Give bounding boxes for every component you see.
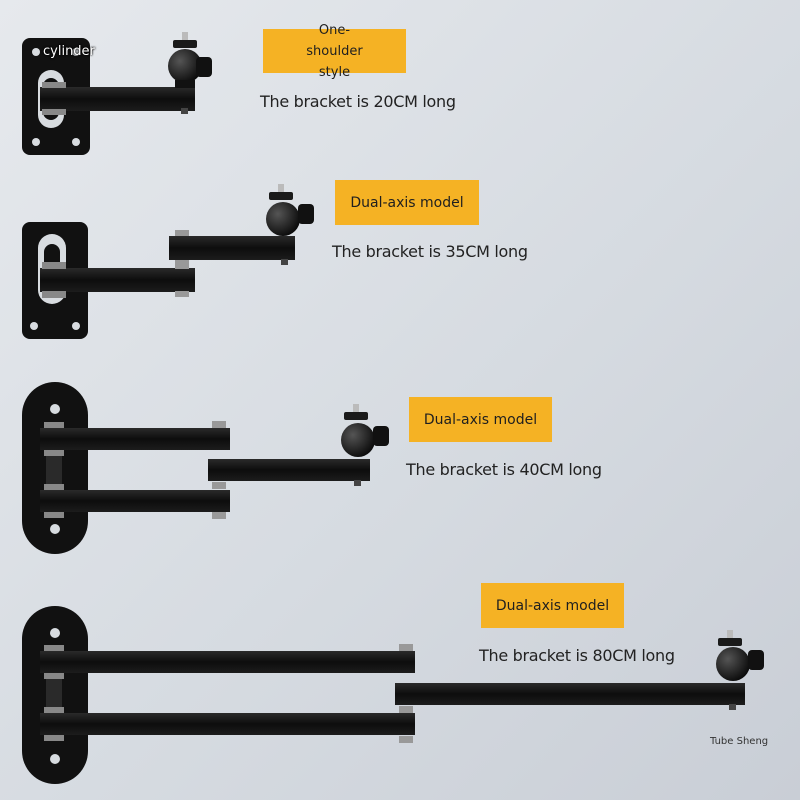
ball-head-mount [266, 184, 314, 265]
wall-plate [22, 382, 88, 554]
length-caption: The bracket is 40CM long [406, 460, 602, 479]
bracket-arm [40, 644, 745, 743]
length-caption: The bracket is 35CM long [332, 242, 528, 261]
model-badge: Dual-axis model [409, 397, 552, 442]
model-badge: Dual-axis model [335, 180, 479, 225]
badge-text: Dual-axis model [423, 411, 538, 428]
ball-head-mount [341, 404, 389, 486]
length-caption: The bracket is 80CM long [479, 646, 675, 665]
model-badge: One-shoulder style [263, 23, 406, 80]
wall-plate [22, 606, 88, 784]
ball-head-mount [716, 630, 764, 710]
cylinder-label: cylinder [43, 44, 95, 59]
ball-head-mount [168, 32, 212, 114]
brand-label: Tube Sheng [710, 736, 769, 747]
badge-text: Dual-axis model [495, 597, 610, 614]
badge-text: One-shoulder style [306, 22, 363, 80]
badge-text: Dual-axis model [350, 194, 464, 211]
bracket-arm [40, 82, 195, 115]
bracket-arm [40, 421, 370, 519]
bracket-arm [40, 230, 295, 298]
model-badge: Dual-axis model [481, 583, 624, 628]
length-caption: The bracket is 20CM long [260, 92, 456, 111]
